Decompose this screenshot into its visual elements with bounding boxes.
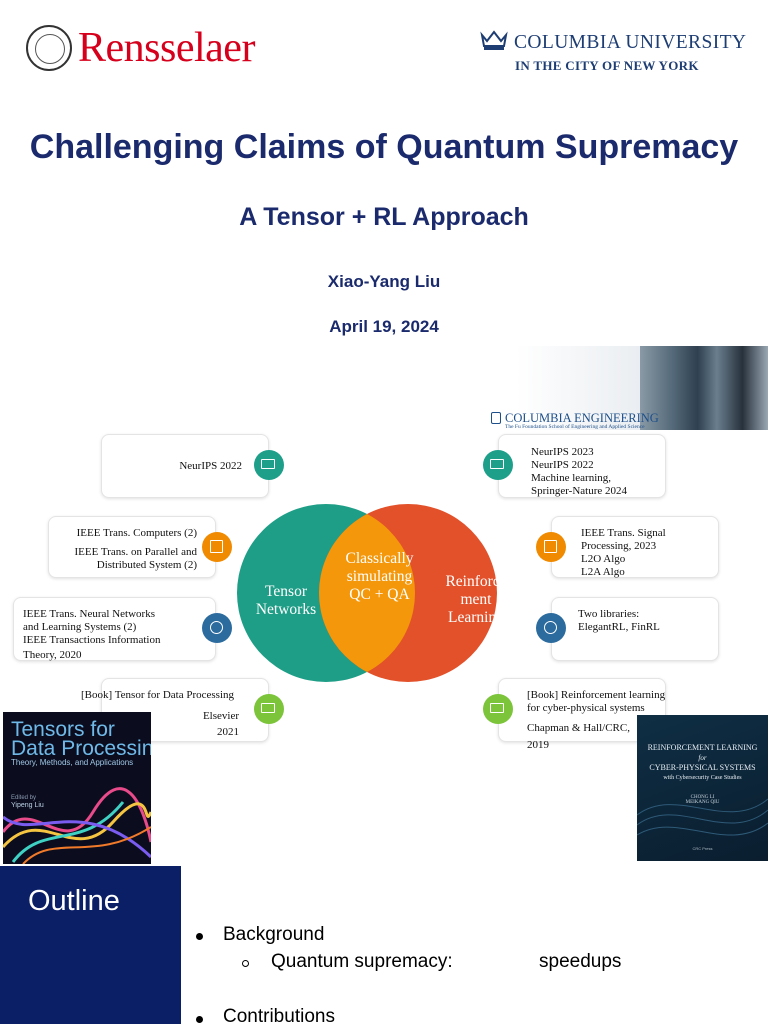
page-title: Challenging Claims of Quantum Supremacy [29,128,739,166]
outline-title: Outline [28,885,120,917]
book-cover-pattern [637,798,768,836]
outline-item-background: Background [223,924,325,945]
book-cover-rl: REINFORCEMENT LEARNING for CYBER-PHYSICA… [637,715,768,861]
book-right-title: REINFORCEMENT LEARNING for CYBER-PHYSICA… [647,743,758,781]
right-card-2: IEEE Trans. Signal Processing, 2023 L2O … [551,516,719,578]
book-icon [483,694,513,724]
outline-item-speedups: speedups [539,951,622,972]
presentation-date: April 19, 2024 [329,317,439,336]
book-right-publisher: CRC Press [692,846,713,851]
engineering-subtitle: The Fu Foundation School of Engineering … [505,424,645,430]
network-icon [536,613,566,643]
engineering-photo-fade [516,346,640,430]
outline-panel [0,866,181,1024]
chip-icon [202,532,232,562]
engineering-wordmark: COLUMBIA ENGINEERING [505,411,659,425]
outline-item-contributions: Contributions [223,1006,335,1027]
bullet-circle-icon [242,960,249,967]
left-card-1: NeurIPS 2022 [101,434,269,498]
columbia-subtitle: IN THE CITY OF NEW YORK [515,58,699,73]
bullet-dot-icon [196,1016,203,1023]
book-left-subtitle: Theory, Methods, and Applications [11,758,134,767]
engineering-photo [640,346,768,430]
book-left-edited: Edited by [11,795,37,801]
network-icon [202,613,232,643]
chip-icon [536,532,566,562]
venn-diagram [237,504,497,682]
left-card-3: IEEE Trans. Neural Networks and Learning… [13,597,216,661]
book-cover-tensors: Tensors for Data Processing Theory, Meth… [3,712,151,864]
engineering-shield-icon [491,412,501,424]
outline-item-quantum-supremacy: Quantum supremacy: [271,951,453,972]
left-card-2: IEEE Trans. Computers (2) IEEE Trans. on… [48,516,216,578]
columbia-crown-icon [480,30,508,50]
book-icon [254,694,284,724]
right-card-1: NeurIPS 2023 NeurIPS 2022 Machine learni… [498,434,666,498]
book-cover-art [3,787,151,864]
monitor-icon [254,450,284,480]
right-card-3: Two libraries: ElegantRL, FinRL [551,597,719,661]
author-name: Xiao-Yang Liu [327,272,441,291]
monitor-icon [483,450,513,480]
book-right-authors: CHONG LI MEIKANG QIU [685,795,720,805]
bullet-dot-icon [196,933,203,940]
book-left-title-2: Data Processing [11,737,151,760]
columbia-wordmark: COLUMBIA UNIVERSITY [514,32,747,53]
rpi-wordmark: Rensselaer [78,25,255,71]
rpi-seal-logo [26,25,72,71]
book-left-author: Yipeng Liu [11,802,44,809]
book-left-title-1: Tensors for [11,718,115,741]
page-subtitle: A Tensor + RL Approach [239,203,529,231]
venn-overlap [319,504,415,682]
